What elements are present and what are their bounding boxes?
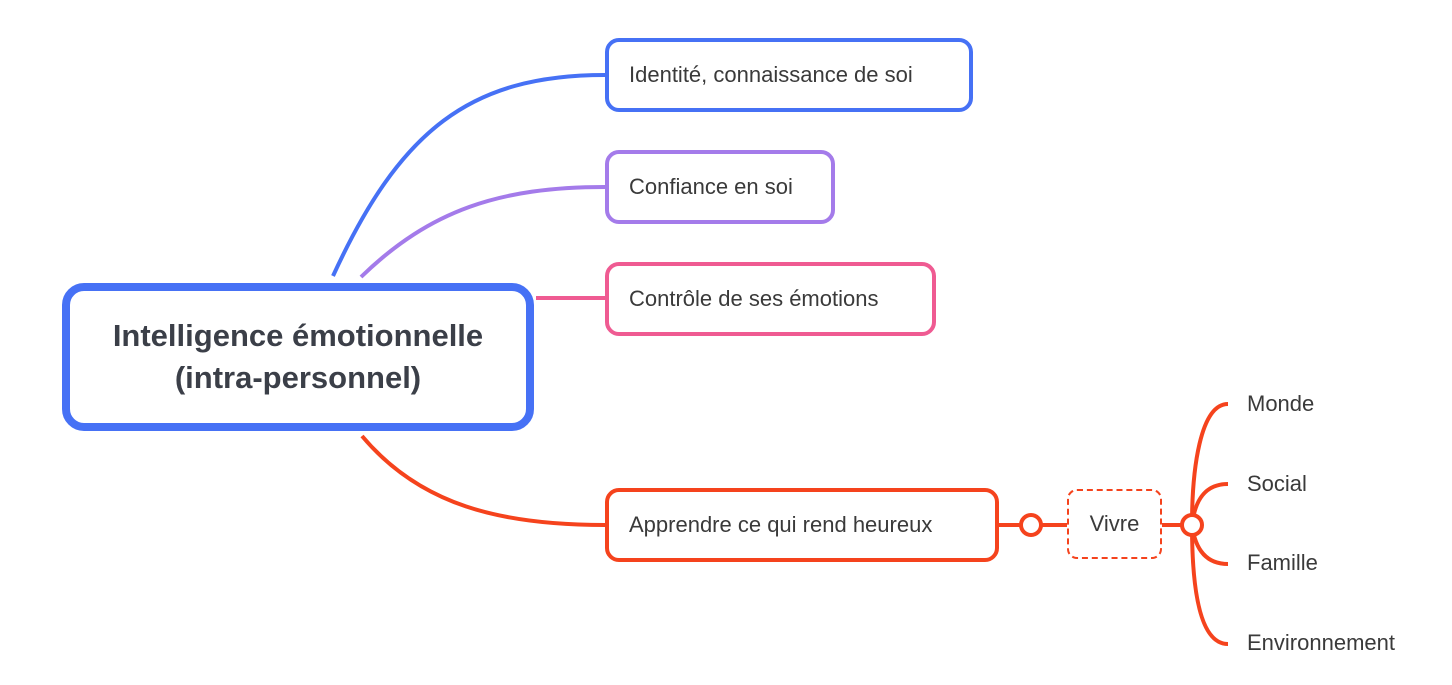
leaf-node-social[interactable]: Social [1247,471,1307,496]
branch-label: Confiance en soi [629,174,793,199]
branch-node-emotions[interactable]: Contrôle de ses émotions [605,262,936,336]
branch-label: Identité, connaissance de soi [629,62,913,87]
branch-node-happiness[interactable]: Apprendre ce qui rend heureux [605,488,999,562]
collapse-toggle-vivre[interactable] [1180,513,1204,537]
connector-root-happiness [360,434,606,527]
connector-vivre-monde [1190,402,1229,526]
sub-node-vivre[interactable]: Vivre [1067,489,1162,559]
connector-vivre-environnement [1190,524,1229,646]
connector-root-identity [331,73,606,277]
root-node[interactable]: Intelligence émotionnelle (intra-personn… [62,283,534,431]
root-title-line-2: (intra-personnel) [174,360,422,395]
leaf-node-famille[interactable]: Famille [1247,550,1318,575]
leaf-node-monde[interactable]: Monde [1247,391,1315,416]
branch-label: Contrôle de ses émotions [629,286,879,311]
root-title-line-1: Intelligence émotionnelle [112,318,484,353]
collapse-toggle-happiness[interactable] [1019,513,1043,537]
connector-root-confidence [359,185,606,279]
sub-node-label: Vivre [1089,511,1140,536]
branch-node-identity[interactable]: Identité, connaissance de soi [605,38,973,112]
leaf-node-environnement[interactable]: Environnement [1247,630,1395,655]
branch-label: Apprendre ce qui rend heureux [629,512,933,537]
branch-node-confidence[interactable]: Confiance en soi [605,150,835,224]
